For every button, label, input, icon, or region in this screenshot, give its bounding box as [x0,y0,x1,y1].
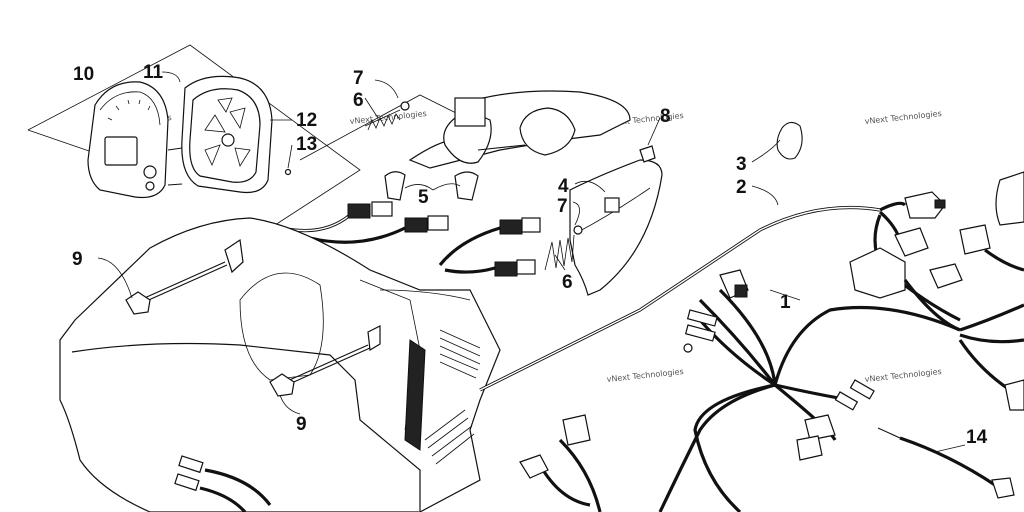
callout-7-lower: 7 [557,196,568,217]
screw [284,168,292,176]
callout-9-lower: 9 [296,414,307,435]
callout-7-upper: 7 [353,68,364,89]
callout-10: 10 [73,64,94,85]
spring-lower [544,234,575,271]
lead-wire [877,427,1015,499]
callout-8: 8 [660,106,671,127]
callout-4: 4 [558,176,569,197]
bolt-lower [269,344,371,397]
callout-13: 13 [296,134,317,155]
watermark: vNext Technologies [349,109,427,126]
watermark: vNext Technologies [864,109,942,126]
callout-6-upper: 6 [353,90,364,111]
watermark: vNext Technologies [606,367,684,384]
watermark: vNext Technologies [864,367,942,384]
leader-lines [97,79,966,453]
front-hood [59,217,501,512]
connector-pairs [269,201,541,277]
callout-2: 2 [736,177,747,198]
callout-9-upper: 9 [72,249,83,270]
callout-labels: 1 2 3 4 5 6 6 7 7 8 9 9 10 11 12 13 14 [72,62,988,448]
spring-upper [364,101,410,131]
callout-1: 1 [780,292,791,313]
gauge-assembly [27,44,361,226]
headlight-bracket-assembly [299,90,663,296]
wiring-harness-main [479,171,1024,411]
callout-11: 11 [143,62,164,83]
wiring-harness-secondary [519,269,961,512]
vent-grille [424,329,481,465]
callout-3: 3 [736,154,747,175]
callout-12: 12 [296,110,317,131]
retaining-ring [776,121,803,160]
callout-14: 14 [966,427,988,448]
callout-6-lower: 6 [562,272,573,293]
gauge-housing [181,75,273,194]
callout-5: 5 [418,187,429,208]
speedometer-gauge [87,81,183,199]
